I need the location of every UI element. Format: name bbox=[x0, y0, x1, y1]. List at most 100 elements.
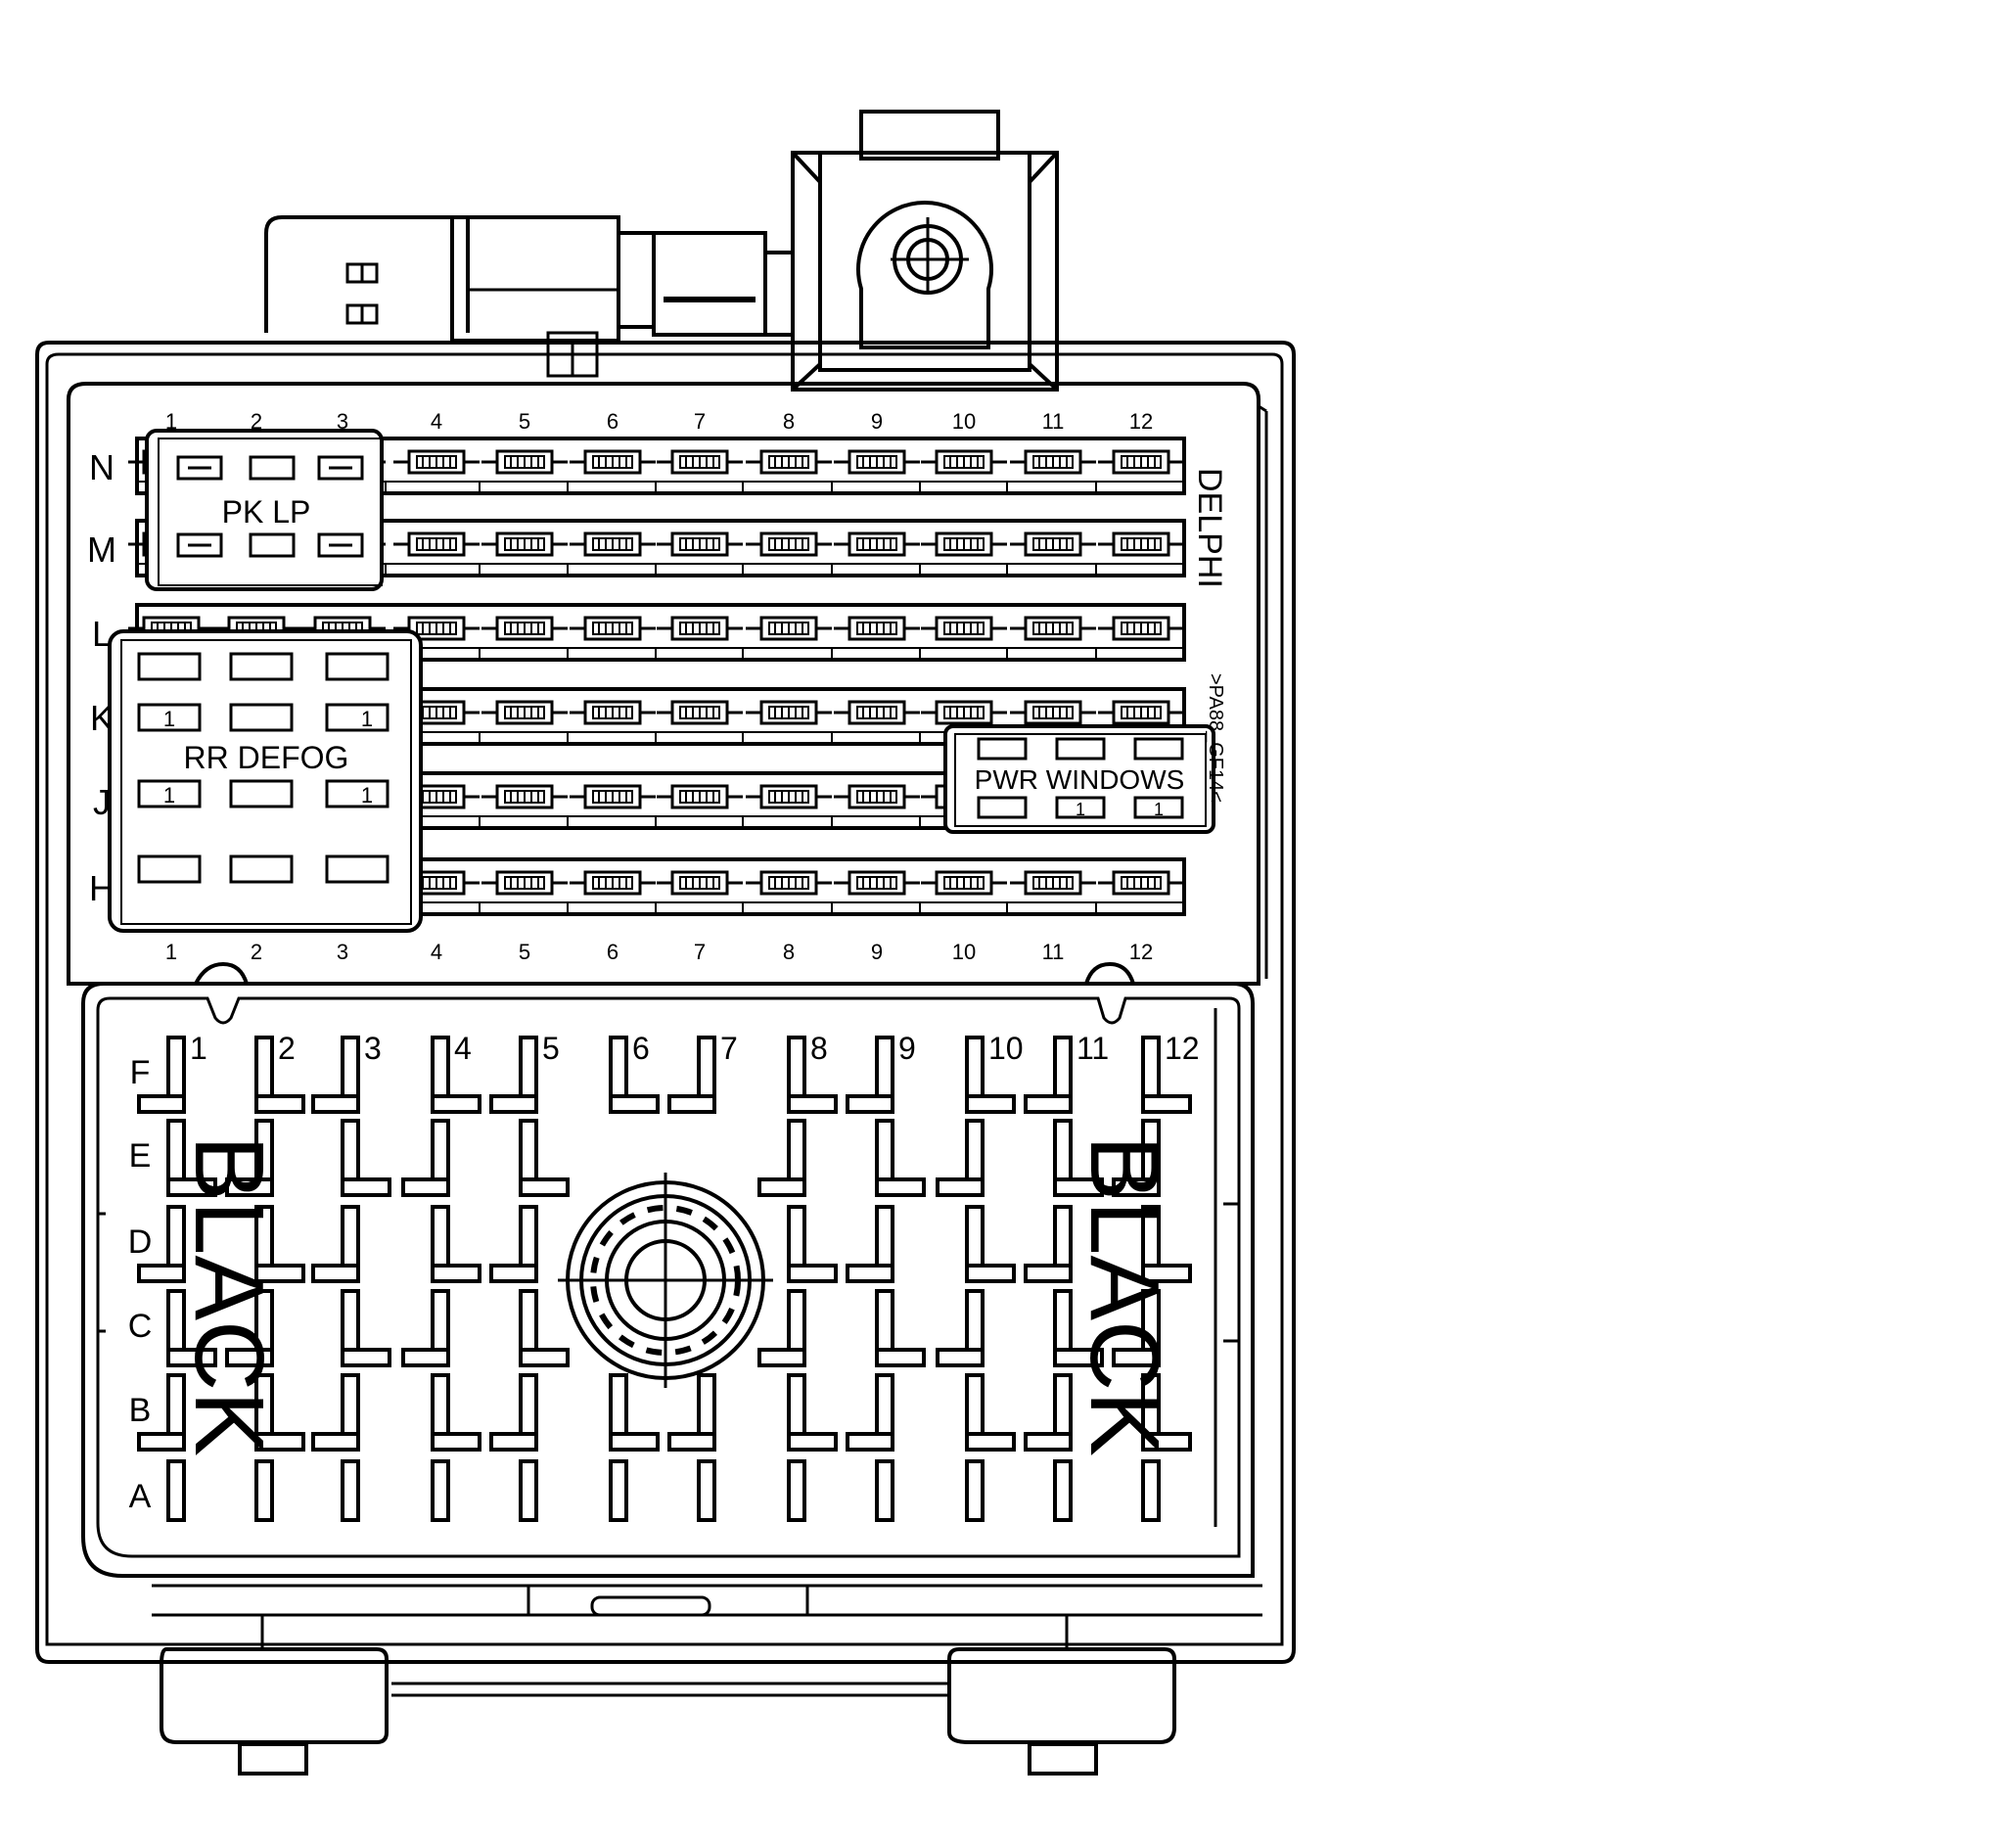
lower-column-label: 2 bbox=[278, 1031, 296, 1066]
connector-pin bbox=[519, 1459, 538, 1522]
upper-column-label: 1 bbox=[165, 940, 177, 964]
connector-color-label-right: BLACK bbox=[1070, 1135, 1179, 1456]
connector-pin bbox=[1141, 1205, 1192, 1283]
connector-pin bbox=[166, 1119, 217, 1197]
lower-row-label: C bbox=[128, 1308, 153, 1345]
mini-fuse-slot bbox=[1010, 531, 1097, 576]
connector-pin bbox=[137, 1373, 186, 1452]
upper-column-label: 6 bbox=[607, 940, 619, 964]
connector-pin bbox=[254, 1205, 305, 1283]
connector-pin bbox=[401, 1289, 450, 1367]
mini-fuse-slot bbox=[657, 531, 744, 576]
mini-fuse-slot bbox=[746, 531, 833, 576]
connector-pin bbox=[137, 1036, 186, 1114]
connector-pin bbox=[1112, 1119, 1161, 1197]
upper-column-label: 9 bbox=[871, 940, 883, 964]
lower-column-label: 3 bbox=[364, 1031, 382, 1066]
connector-pin bbox=[311, 1205, 360, 1283]
upper-row-label: L bbox=[92, 614, 112, 654]
connector-pin bbox=[1024, 1373, 1073, 1452]
connector-pin bbox=[1141, 1036, 1192, 1114]
center-mounting-bolt bbox=[558, 1173, 773, 1388]
rear-defog-relay: 1 1 RR DEFOG 1 1 bbox=[108, 629, 423, 933]
power-windows-pin-marker: 1 bbox=[1076, 800, 1085, 819]
connector-pin bbox=[846, 1205, 894, 1283]
connector-pin bbox=[757, 1289, 806, 1367]
mini-fuse-slot bbox=[834, 531, 921, 576]
lower-row-label: F bbox=[130, 1054, 151, 1091]
connector-pin bbox=[1024, 1205, 1073, 1283]
mini-fuse-slot bbox=[481, 870, 569, 914]
mini-fuse-slot bbox=[834, 449, 921, 493]
connector-pin bbox=[787, 1036, 838, 1114]
mini-fuse-slot bbox=[393, 616, 481, 660]
battery-stud-terminal bbox=[791, 110, 1059, 392]
mini-fuse-slot bbox=[746, 870, 833, 914]
lower-column-label: 11 bbox=[1077, 1031, 1109, 1066]
park-lamp-relay-label: PK LP bbox=[222, 494, 311, 530]
connector-pin bbox=[431, 1459, 450, 1522]
mini-fuse-slot bbox=[1098, 616, 1185, 660]
connector-pin bbox=[1053, 1459, 1073, 1522]
bottom-mounting-feet bbox=[152, 1584, 1262, 1776]
connector-pin bbox=[1141, 1459, 1161, 1522]
connector-pin bbox=[341, 1289, 391, 1367]
lower-row-label: B bbox=[129, 1392, 152, 1429]
mini-fuse-slot bbox=[921, 616, 1008, 660]
connector-pin bbox=[1141, 1373, 1192, 1452]
connector-pin bbox=[609, 1036, 660, 1114]
connector-pin bbox=[401, 1119, 450, 1197]
upper-column-label: 12 bbox=[1129, 409, 1153, 434]
mini-fuse-slot bbox=[1098, 449, 1185, 493]
lower-connector-pins bbox=[137, 1036, 1192, 1522]
connector-pin bbox=[1024, 1036, 1073, 1114]
upper-column-label: 2 bbox=[251, 409, 262, 434]
lower-column-label: 6 bbox=[632, 1031, 650, 1066]
upper-column-label: 1 bbox=[165, 409, 177, 434]
connector-pin bbox=[667, 1373, 716, 1452]
connector-pin bbox=[787, 1373, 838, 1452]
mini-fuse-slot bbox=[570, 784, 657, 828]
connector-pin bbox=[166, 1459, 186, 1522]
connector-pin bbox=[965, 1459, 985, 1522]
upper-column-label: 5 bbox=[519, 409, 530, 434]
mini-fuse-slot bbox=[393, 449, 481, 493]
mini-fuse-slot bbox=[921, 531, 1008, 576]
upper-column-label: 7 bbox=[694, 409, 706, 434]
upper-column-label: 7 bbox=[694, 940, 706, 964]
mini-fuse-slot bbox=[834, 700, 921, 744]
connector-pin bbox=[489, 1373, 538, 1452]
upper-row-label: N bbox=[89, 447, 115, 487]
upper-row-label: J bbox=[93, 782, 111, 822]
lower-column-label: 7 bbox=[720, 1031, 738, 1066]
upper-column-label: 11 bbox=[1042, 940, 1065, 964]
lower-row-label: A bbox=[129, 1478, 152, 1515]
connector-pin bbox=[311, 1373, 360, 1452]
connector-pin bbox=[431, 1036, 481, 1114]
connector-pin bbox=[1053, 1119, 1104, 1197]
mini-fuse-slot bbox=[570, 449, 657, 493]
top-connector-left bbox=[264, 215, 795, 378]
connector-pin bbox=[166, 1289, 217, 1367]
mini-fuse-slot bbox=[570, 870, 657, 914]
lower-column-label: 10 bbox=[988, 1031, 1024, 1066]
power-windows-relay-label: PWR WINDOWS bbox=[975, 764, 1185, 795]
lower-connector-housing bbox=[81, 961, 1255, 1578]
connector-pin bbox=[965, 1373, 1016, 1452]
connector-pin bbox=[697, 1459, 716, 1522]
upper-column-label: 4 bbox=[431, 940, 442, 964]
upper-column-label: 4 bbox=[431, 409, 442, 434]
upper-column-label: 6 bbox=[607, 409, 619, 434]
mini-fuse-slot bbox=[657, 449, 744, 493]
upper-column-label: 8 bbox=[783, 409, 795, 434]
mini-fuse-slot bbox=[746, 784, 833, 828]
mini-fuse-slot bbox=[657, 784, 744, 828]
connector-pin bbox=[341, 1119, 391, 1197]
upper-row-label: M bbox=[87, 530, 116, 570]
connector-pin bbox=[341, 1459, 360, 1522]
lower-column-label: 9 bbox=[898, 1031, 916, 1066]
mini-fuse-slot bbox=[1098, 531, 1185, 576]
